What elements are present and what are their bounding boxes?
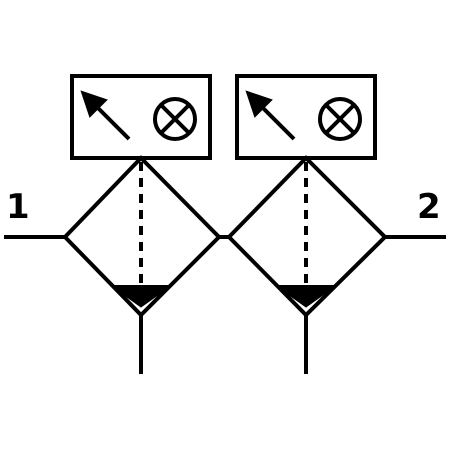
control-box-2 — [235, 74, 377, 160]
bowl-wedge-2 — [276, 286, 336, 308]
diagonal-arrow-icon — [245, 90, 296, 141]
circle-cross-icon — [153, 97, 197, 141]
control-box-1 — [70, 74, 212, 160]
circle-cross-icon — [318, 97, 362, 141]
filter-regulator-unit-2 — [226, 74, 388, 374]
inlet-port-label: 1 — [6, 187, 30, 227]
outlet-port-label: 2 — [417, 187, 441, 227]
diagonal-arrow-icon — [80, 90, 131, 141]
bowl-wedge-1 — [111, 286, 171, 308]
filter-regulator-unit-1 — [62, 74, 222, 374]
